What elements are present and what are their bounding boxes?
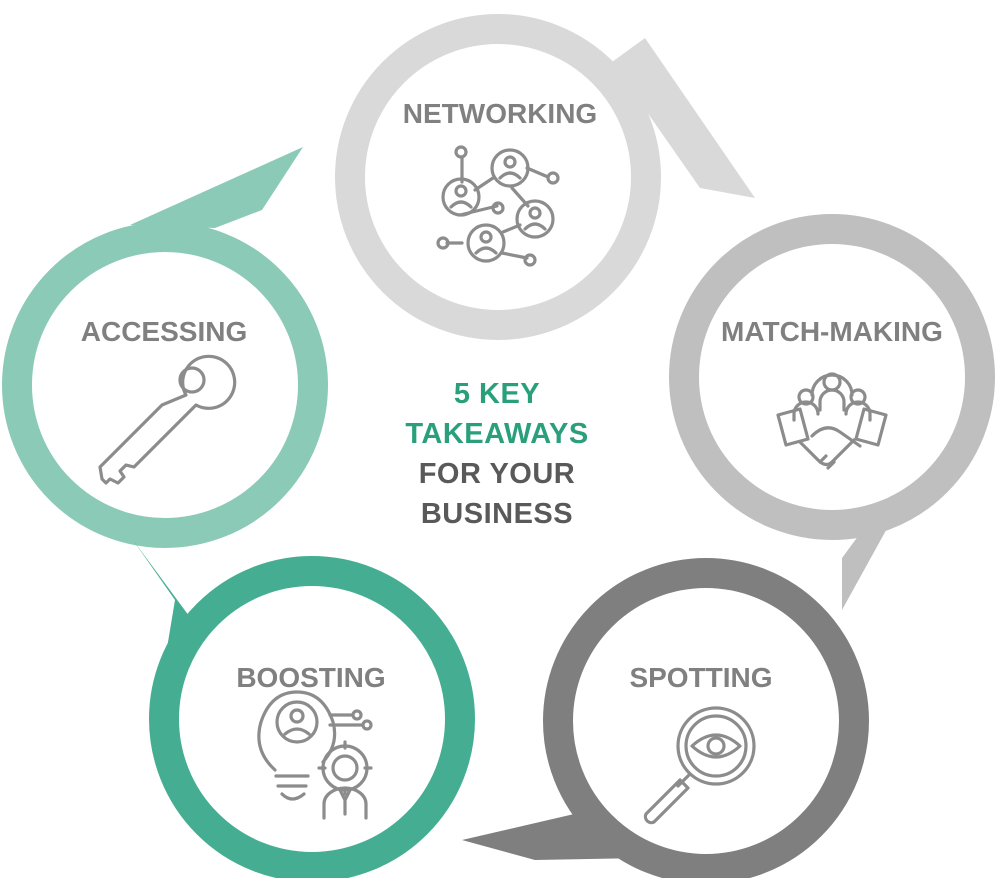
center-line-3: FOR YOUR	[419, 458, 576, 490]
match-making-ring	[669, 214, 995, 540]
node-label-accessing: ACCESSING	[81, 316, 247, 347]
node-boosting	[133, 540, 475, 878]
network-people-icon	[436, 145, 560, 267]
networking-ring	[335, 14, 661, 340]
spotting-ring	[543, 558, 869, 878]
match-making-tail	[842, 505, 900, 610]
idea-gear-person-icon	[257, 690, 373, 820]
node-label-networking: NETWORKING	[403, 98, 597, 129]
node-spotting	[462, 558, 869, 878]
handshake-icon	[776, 372, 888, 470]
boosting-ring	[149, 556, 475, 878]
center-line-4: BUSINESS	[421, 498, 573, 530]
accessing-ring	[2, 222, 328, 548]
node-label-spotting: SPOTTING	[629, 662, 772, 693]
node-accessing	[2, 147, 328, 548]
key-icon	[98, 354, 237, 485]
node-label-boosting: BOOSTING	[236, 662, 385, 693]
node-networking	[335, 14, 755, 340]
networking-tail	[612, 38, 755, 198]
center-line-2: TAKEAWAYS	[405, 418, 588, 450]
center-line-1: 5 KEY	[454, 378, 540, 410]
node-match-making	[669, 214, 995, 610]
accessing-tail	[130, 147, 303, 228]
magnifier-eye-icon	[643, 706, 756, 825]
node-label-match-making: MATCH-MAKING	[721, 316, 943, 347]
